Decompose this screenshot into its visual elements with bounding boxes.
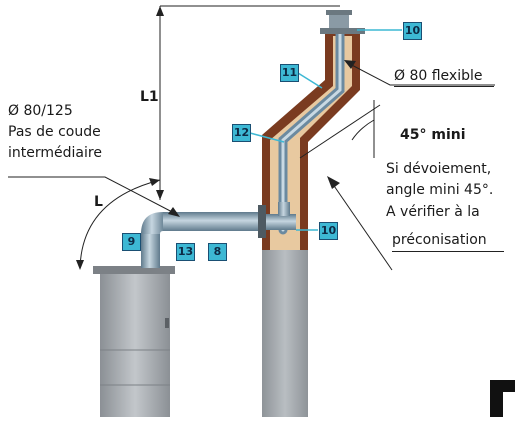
angle-slope-ref [299, 104, 381, 159]
angle-arc [351, 119, 375, 141]
flexible-leader-arrow [344, 60, 356, 69]
l-arrow-top [149, 178, 160, 186]
l-label: L [94, 194, 103, 210]
pipe-spec-leader-arrow [168, 207, 180, 217]
l-arrow-bottom [76, 260, 84, 270]
horizontal-pipe [163, 212, 263, 231]
stove-outlet-pipe [141, 232, 160, 268]
flexible-leader [345, 61, 495, 86]
callout-11: 11 [280, 64, 299, 82]
angle-note-line-2: angle mini 45°. [386, 182, 494, 198]
angle-title: 45° mini [400, 127, 466, 143]
callout-10-top: 10 [403, 22, 422, 40]
wall-connector-plate [258, 205, 266, 238]
angle-note-leader [329, 179, 393, 271]
callout-10-bottom: 10 [319, 222, 338, 240]
flexible-underline [394, 86, 494, 87]
callout-12-leader [249, 132, 285, 143]
angle-note-line-1: Si dévoiement, [386, 161, 492, 177]
pipe-spec-line-3: intermédiaire [8, 145, 102, 161]
l1-arrow-bottom [156, 190, 164, 200]
callout-13: 13 [176, 243, 195, 261]
chimney-base [262, 250, 308, 417]
pipe-spec-line-2: Pas de coude [8, 124, 101, 140]
pipe-elbow [141, 212, 165, 234]
stove-body [100, 272, 170, 417]
flexible-label: Ø 80 flexible [394, 68, 483, 84]
callout-9: 9 [122, 233, 141, 251]
flexible-duct-highlight [281, 26, 342, 232]
l1-label: L1 [140, 89, 159, 105]
callout-11-leader [297, 72, 323, 89]
chimney-cap-plate [320, 28, 365, 34]
angle-note-line-4: préconisation [392, 232, 487, 248]
angle-note-leader-arrow [327, 176, 340, 189]
chimney-inlet-tee [266, 214, 296, 230]
chimney-terminal [329, 14, 349, 28]
tee-vertical [278, 202, 290, 216]
pipe-spec-leader [8, 176, 179, 216]
stove-top [93, 266, 175, 274]
angle-note-underline [392, 251, 504, 252]
chimney-insulation [270, 36, 352, 250]
cropped-dark-shape [490, 380, 515, 417]
l-dimension-arc [79, 179, 161, 269]
chimney-terminal-top [326, 10, 352, 15]
callout-12: 12 [232, 124, 251, 142]
stove-handle [165, 318, 169, 328]
angle-note-line-3: A vérifier à la [386, 204, 480, 220]
l1-arrow-top [156, 6, 164, 16]
pipe-spec-line-1: Ø 80/125 [8, 103, 73, 119]
callout-8: 8 [208, 243, 227, 261]
